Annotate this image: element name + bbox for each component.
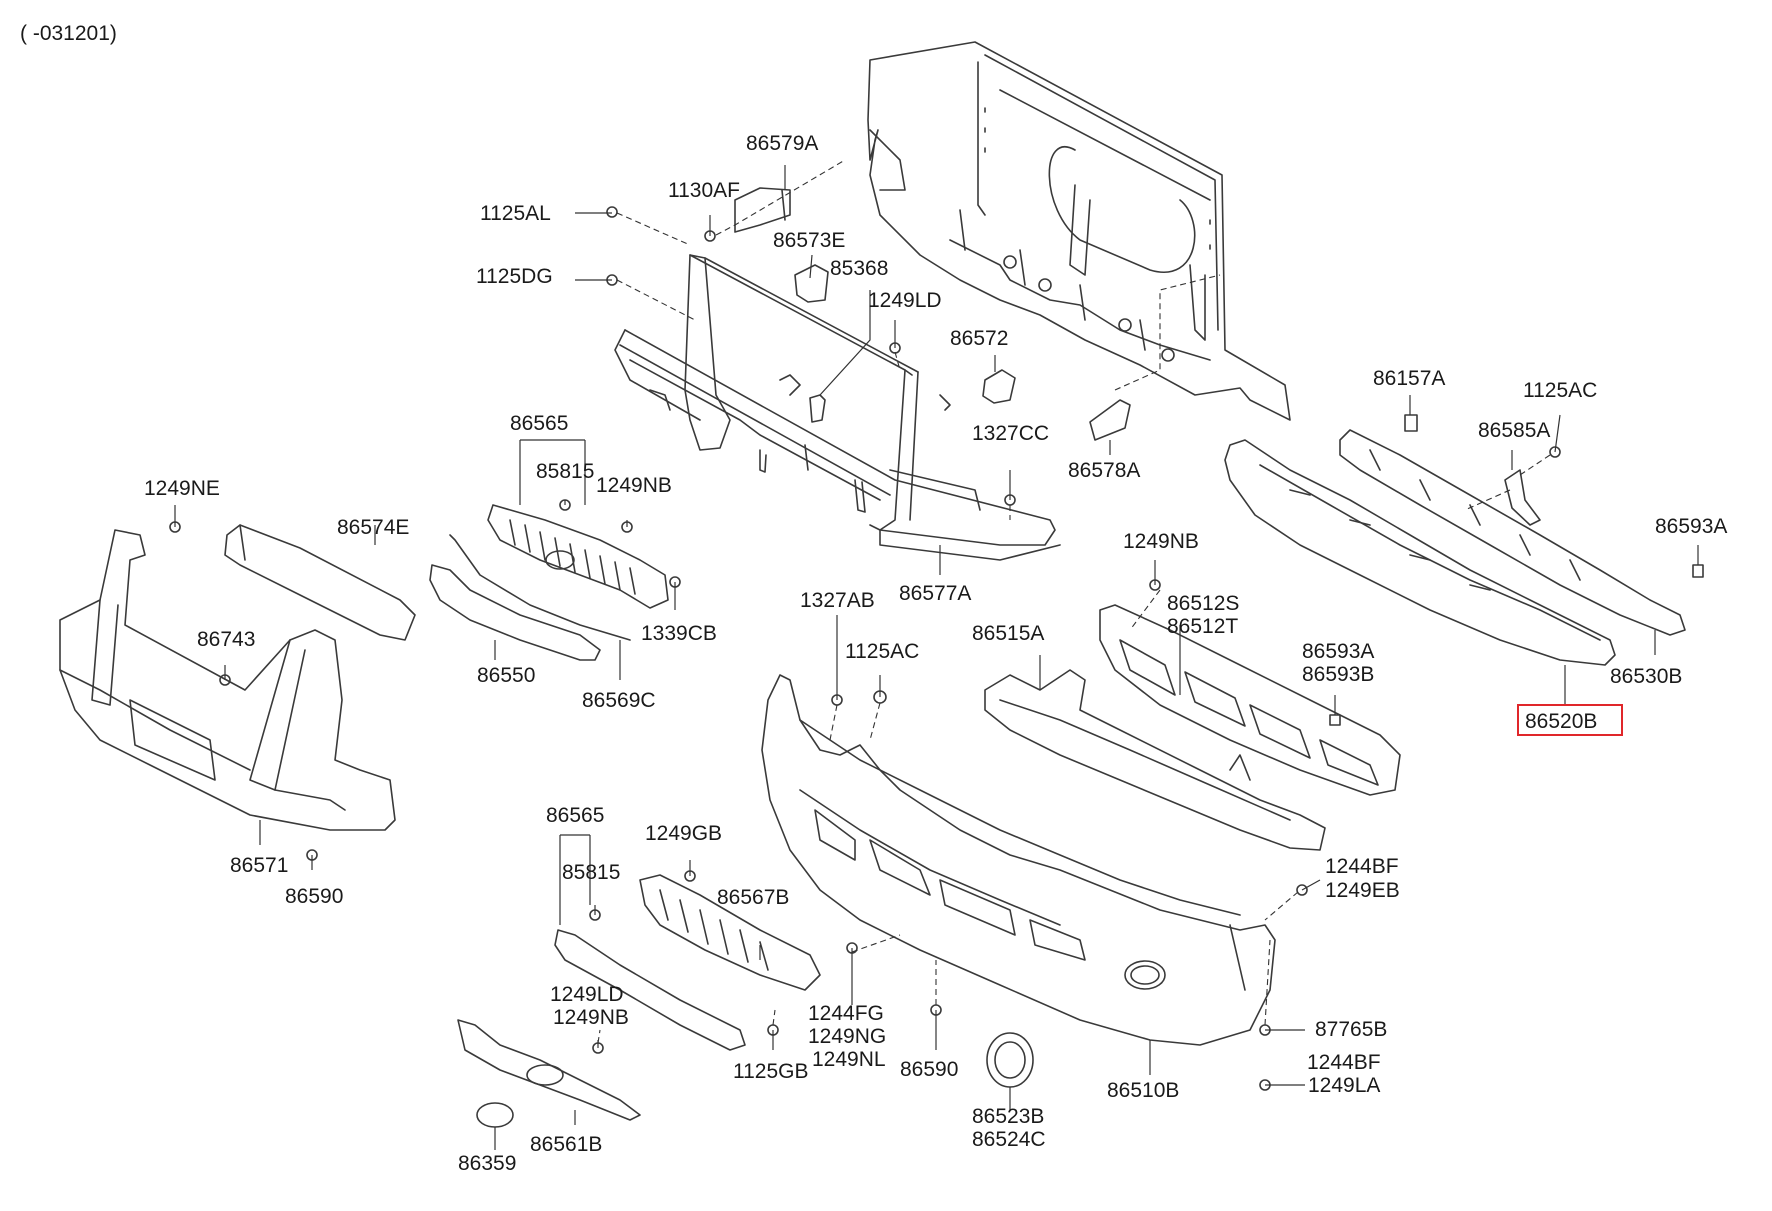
callout-86579A: 86579A — [746, 132, 818, 155]
callout-86515A: 86515A — [972, 622, 1044, 645]
callout-86567B: 86567B — [717, 886, 789, 909]
callout-86590-left: 86590 — [285, 885, 343, 908]
callout-86565-top: 86565 — [510, 412, 568, 435]
clip-86157A — [1404, 414, 1418, 432]
emblem-86359 — [476, 1102, 514, 1128]
callout-1249LD-bottom: 1249LD — [550, 983, 624, 1006]
callout-1249NL: 1249NL — [812, 1048, 886, 1071]
emblem-grille-86561B — [457, 1019, 641, 1121]
strip-86569C — [449, 534, 631, 641]
callout-86593B: 86593B — [1302, 663, 1374, 686]
left-bumper-cover-86571 — [59, 529, 396, 831]
callout-86524C: 86524C — [972, 1128, 1046, 1151]
part-86573E-bracket — [794, 264, 829, 303]
part-86572-bracket — [982, 369, 1016, 404]
callout-86743: 86743 — [197, 628, 255, 651]
callout-86590-bottom: 86590 — [900, 1058, 958, 1081]
clip-86593A-right — [1692, 564, 1704, 578]
callout-labels: 86579A 1130AF 1125AL 86573E 85368 1125DG… — [144, 132, 1727, 1175]
energy-absorber-86520B — [1224, 439, 1616, 666]
highlight-box-86520B — [1517, 704, 1623, 736]
callout-86359: 86359 — [458, 1152, 516, 1175]
upper-grille-86565 — [487, 504, 669, 609]
callout-86571: 86571 — [230, 854, 288, 877]
callout-86520B: 86520B — [1525, 710, 1597, 733]
callout-86574E: 86574E — [337, 516, 409, 539]
callout-86578A: 86578A — [1068, 459, 1140, 482]
garnish-86574E — [224, 524, 416, 641]
callout-1249NE: 1249NE — [144, 477, 220, 500]
callout-1125AC-mid: 1125AC — [845, 640, 919, 663]
lower-grille-bracket-86565 — [554, 929, 746, 1051]
callout-86512S: 86512S — [1167, 592, 1239, 615]
callout-1249NB-mid: 1249NB — [1123, 530, 1199, 553]
callout-87765B: 87765B — [1315, 1018, 1387, 1041]
leader-lines — [174, 165, 1699, 1150]
callout-1244BF-b: 1244BF — [1307, 1051, 1381, 1074]
callout-1249NG: 1249NG — [808, 1025, 886, 1048]
front-bumper-cover-86510B — [761, 674, 1276, 1046]
callout-86577A: 86577A — [899, 582, 971, 605]
range-code: ( -031201) — [20, 22, 117, 45]
callout-86565-bottom: 86565 — [546, 804, 604, 827]
callout-1125DG: 1125DG — [476, 265, 553, 288]
callout-86530B: 86530B — [1610, 665, 1682, 688]
callout-1249NB-grille: 1249NB — [596, 474, 672, 497]
callout-1327AB: 1327AB — [800, 589, 875, 612]
callout-86510B: 86510B — [1107, 1079, 1179, 1102]
callout-86573E: 86573E — [773, 229, 845, 252]
callout-1339CB: 1339CB — [641, 622, 717, 645]
callout-86593A-right: 86593A — [1655, 515, 1727, 538]
callout-86593A-mid: 86593A — [1302, 640, 1374, 663]
callout-85815-bottom: 85815 — [562, 861, 620, 884]
bracket-86530B — [1339, 429, 1686, 636]
radiator-grille-86512S — [1099, 604, 1401, 796]
callout-86561B: 86561B — [530, 1133, 602, 1156]
callout-1249LD-top: 1249LD — [868, 289, 942, 312]
bracket-86585A — [1504, 469, 1541, 526]
callout-1327CC: 1327CC — [972, 422, 1049, 445]
callout-1125AC-top: 1125AC — [1523, 379, 1597, 402]
part-86579A-bracket — [734, 187, 791, 233]
callout-86512T: 86512T — [1167, 615, 1238, 638]
callout-1244FG: 1244FG — [808, 1002, 884, 1025]
callout-86572: 86572 — [950, 327, 1008, 350]
bumper-bracket-86515A — [984, 669, 1326, 851]
lower-grille-86567B — [639, 874, 821, 991]
callout-1249NB-bottom: 1249NB — [553, 1006, 629, 1029]
assembly-guide-lines — [597, 159, 1551, 1044]
callout-85815-top: 85815 — [536, 460, 594, 483]
callout-86569C: 86569C — [582, 689, 656, 712]
callout-1244BF-a: 1244BF — [1325, 855, 1399, 878]
bumper-beam-frame — [614, 254, 1061, 561]
callout-85368: 85368 — [830, 257, 888, 280]
callout-1249EB: 1249EB — [1325, 879, 1400, 902]
callout-86157A: 86157A — [1373, 367, 1445, 390]
part-85368-clip — [809, 394, 826, 423]
radiator-support-panel — [867, 41, 1291, 421]
callout-1130AF: 1130AF — [668, 179, 740, 202]
callout-1125GB: 1125GB — [733, 1060, 809, 1083]
grille-moulding-86550 — [429, 564, 601, 661]
callout-1125AL: 1125AL — [480, 202, 551, 225]
callout-1249GB: 1249GB — [645, 822, 722, 845]
callout-86550: 86550 — [477, 664, 535, 687]
fog-lamp-cover-86523B — [986, 1032, 1034, 1088]
callout-1249LA: 1249LA — [1308, 1074, 1380, 1097]
callout-86585A: 86585A — [1478, 419, 1550, 442]
callout-86523B: 86523B — [972, 1105, 1044, 1128]
part-86578A-bracket — [1089, 399, 1131, 441]
